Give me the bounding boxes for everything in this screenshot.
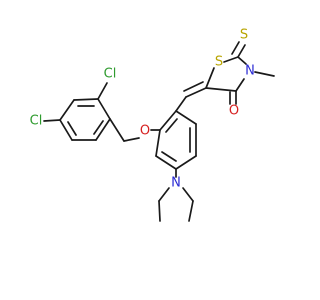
bond-ch2-to-oxygen [123,137,140,142]
atom-ether-oxygen: O [140,124,150,139]
bond-nitrogen-to-methyl [254,71,275,77]
bond-nitrogen-ethyl-left [158,187,170,202]
bond-to-para-chlorine [43,119,61,122]
bond-ethyl-right-terminal [188,200,194,222]
bond-nitrogen-ethyl-right [182,187,194,202]
thione-double-bond-second [231,41,240,55]
thiazolidinone-ring [205,56,247,92]
bond-c4-to-c5 [205,87,237,92]
double-bond-inner [165,118,178,133]
structure-drawing: Cl Cl O S S N O N [30,28,275,222]
atom-ring-sulfur: S [215,55,223,70]
double-bond-inner [67,121,77,136]
bond-nitrogen-to-c4 [235,78,245,92]
thione-double-bond [237,44,246,58]
atom-amine-nitrogen: N [171,176,181,191]
bond [59,99,75,121]
double-bond-inner [161,151,177,162]
bond [73,98,99,101]
atom-carbonyl-oxygen: O [229,104,239,119]
bond [159,110,177,131]
atom-ring-nitrogen: N [245,64,255,79]
dichlorophenyl-ring [59,98,111,141]
atom-chlorine-para: Cl [30,114,43,129]
bond [175,110,197,125]
bond-ethyl-left-terminal [158,200,161,222]
bond-sulfur-to-c2 [223,56,239,63]
methine-double-bond-second [183,81,204,92]
atom-chlorine-ortho: Cl [104,67,117,82]
benzene-ring [155,110,197,170]
bond [155,129,161,157]
bond-c2-to-nitrogen [237,56,247,65]
bond [155,155,177,170]
bond-ring-to-methine [175,96,187,112]
bond [97,98,111,120]
double-bond-inner [93,120,104,135]
atom-thione-sulfur: S [240,28,248,43]
molecule-diagram: Cl Cl O S S N O N [30,28,275,222]
bond [59,119,73,141]
bond [175,155,197,170]
bond-c5-to-sulfur [205,67,215,89]
atom-labels: Cl Cl O S S N O N [30,28,255,191]
methine-double-bond [185,87,207,98]
bond [95,118,111,141]
bond-ring-to-ch2 [109,118,125,142]
bond-to-ortho-chlorine [97,82,108,100]
